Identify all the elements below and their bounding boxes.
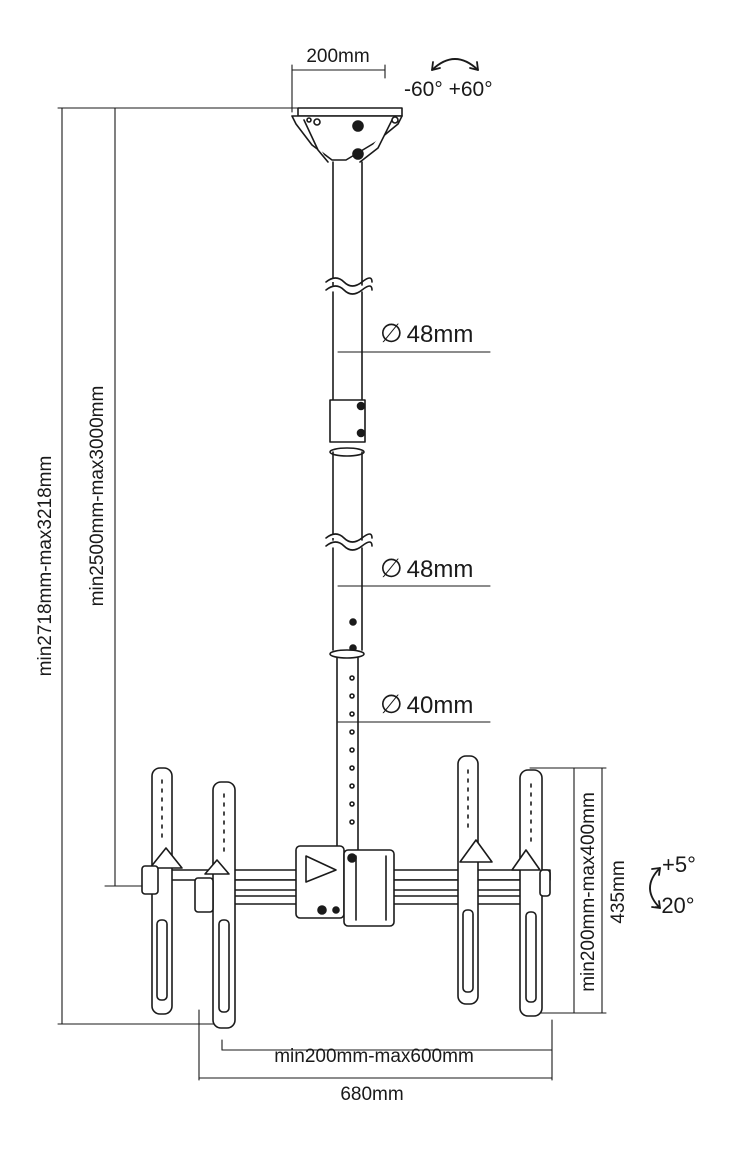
upper-diameter-value: 48mm (406, 321, 474, 348)
bracket-left-back (141, 767, 183, 1015)
swivel-arrow-icon (431, 58, 479, 71)
bracket-right-back (457, 755, 493, 1005)
dimension-lines (57, 64, 607, 1081)
diameter-icon: ∅ (380, 689, 403, 719)
lower-diameter-label: ∅40mm (380, 689, 473, 720)
upper-diameter-label: ∅48mm (380, 318, 473, 349)
bracket-height-label: 435mm (608, 860, 629, 924)
overall-width-label: 680mm (340, 1084, 404, 1105)
total-height-label: min2718mm-max3218mm (35, 455, 56, 677)
central-clamp (295, 845, 395, 927)
ceiling-plate (291, 107, 403, 163)
tilt-up-label: +5° (662, 852, 696, 877)
ceiling-plate-width-label: 200mm (306, 46, 370, 67)
bracket-right-front (511, 769, 551, 1017)
pole (325, 161, 373, 851)
diameter-icon: ∅ (380, 318, 403, 348)
bracket-left-front (194, 781, 236, 1029)
middle-diameter-value: 48mm (406, 556, 474, 583)
pole-length-label: min2500mm-max3000mm (87, 385, 108, 607)
swivel-range-label: -60° +60° (404, 78, 493, 101)
diameter-icon: ∅ (380, 553, 403, 583)
middle-diameter-label: ∅48mm (380, 553, 473, 584)
vesa-width-label: min200mm-max600mm (274, 1046, 474, 1067)
tilt-down-label: -20° (654, 893, 695, 918)
tv-brackets (141, 755, 551, 1029)
lower-diameter-value: 40mm (406, 692, 474, 719)
vesa-height-label: min200mm-max400mm (578, 792, 599, 992)
tilt-arrow-icon (649, 867, 661, 909)
